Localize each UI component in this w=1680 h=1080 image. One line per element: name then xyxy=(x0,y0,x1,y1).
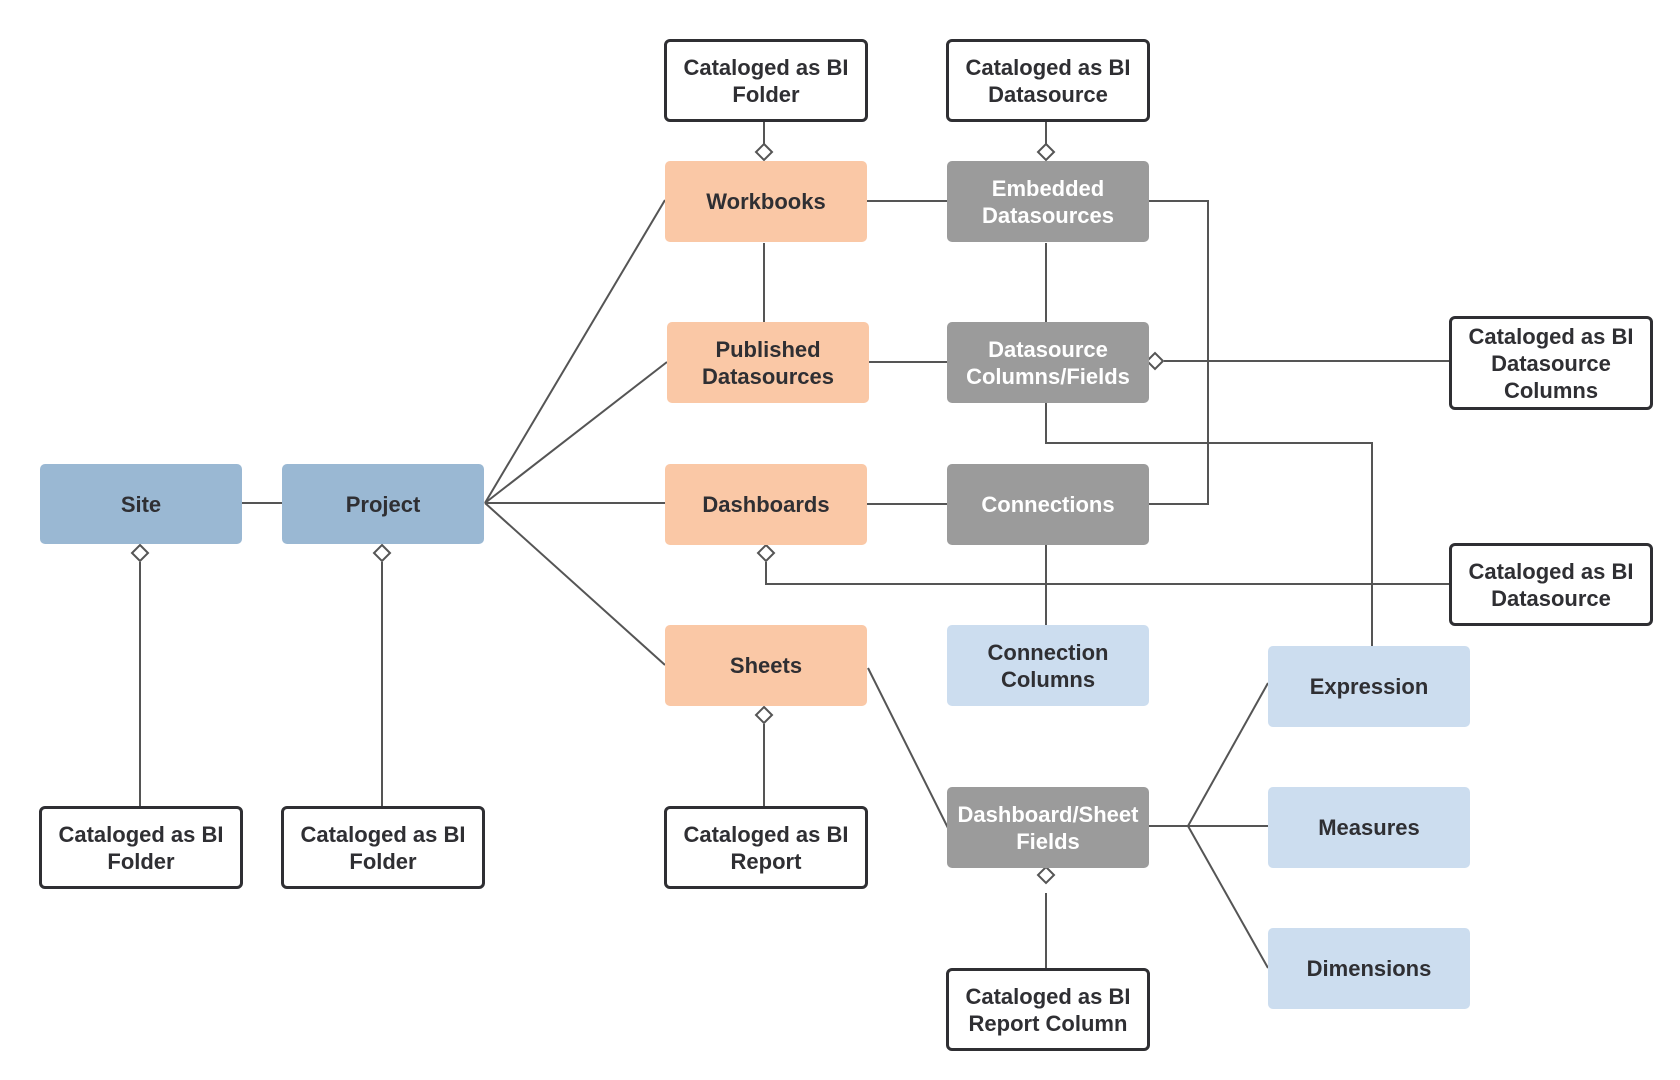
fields-catalog-box[interactable]: Cataloged as BI Report Column xyxy=(946,968,1150,1051)
datasource-columns-fields-node[interactable]: Datasource Columns/Fields xyxy=(947,322,1149,403)
embedded-datasources-node[interactable]: Embedded Datasources xyxy=(947,161,1149,242)
dashboards-catalog-box[interactable]: Cataloged as BI Datasource xyxy=(1449,543,1653,626)
embedded-connections-bracket xyxy=(1148,200,1209,505)
project-published-link xyxy=(484,361,668,504)
embedded-catalog-box[interactable]: Cataloged as BI Datasource xyxy=(946,39,1150,122)
dashboards-catalog-link xyxy=(765,562,1449,585)
site-catalog-diamond xyxy=(130,543,150,563)
dashboards-node[interactable]: Dashboards xyxy=(665,464,867,545)
sheets-fields-link xyxy=(867,667,949,829)
sheets-node[interactable]: Sheets xyxy=(665,625,867,706)
fields-catalog-diamond xyxy=(1036,865,1056,885)
published-datasources-node[interactable]: Published Datasources xyxy=(667,322,869,403)
project-node[interactable]: Project xyxy=(282,464,484,544)
connections-node[interactable]: Connections xyxy=(947,464,1149,545)
project-catalog-box[interactable]: Cataloged as BI Folder xyxy=(281,806,485,889)
expression-node[interactable]: Expression xyxy=(1268,646,1470,727)
workbooks-catalog-box[interactable]: Cataloged as BI Folder xyxy=(664,39,868,122)
columns-expression-link xyxy=(1045,403,1373,646)
dashboard-sheet-fields-node[interactable]: Dashboard/Sheet Fields xyxy=(947,787,1149,868)
project-catalog-diamond xyxy=(372,543,392,563)
embedded-catalog-diamond xyxy=(1036,142,1056,162)
workbooks-catalog-diamond xyxy=(754,142,774,162)
workbooks-node[interactable]: Workbooks xyxy=(665,161,867,242)
connection-columns-node[interactable]: Connection Columns xyxy=(947,625,1149,706)
measures-node[interactable]: Measures xyxy=(1268,787,1470,868)
hub-expression-link xyxy=(1187,682,1269,827)
dimensions-node[interactable]: Dimensions xyxy=(1268,928,1470,1009)
site-node[interactable]: Site xyxy=(40,464,242,544)
columns-catalog-diamond xyxy=(1145,351,1165,371)
site-catalog-box[interactable]: Cataloged as BI Folder xyxy=(39,806,243,889)
sheets-catalog-diamond xyxy=(754,705,774,725)
project-workbooks-link xyxy=(484,199,666,504)
project-sheets-link xyxy=(484,502,666,666)
sheets-catalog-box[interactable]: Cataloged as BI Report xyxy=(664,806,868,889)
datasource-columns-catalog-box[interactable]: Cataloged as BI Datasource Columns xyxy=(1449,316,1653,410)
dashboards-catalog-diamond xyxy=(756,543,776,563)
hub-dimensions-link xyxy=(1187,825,1269,969)
